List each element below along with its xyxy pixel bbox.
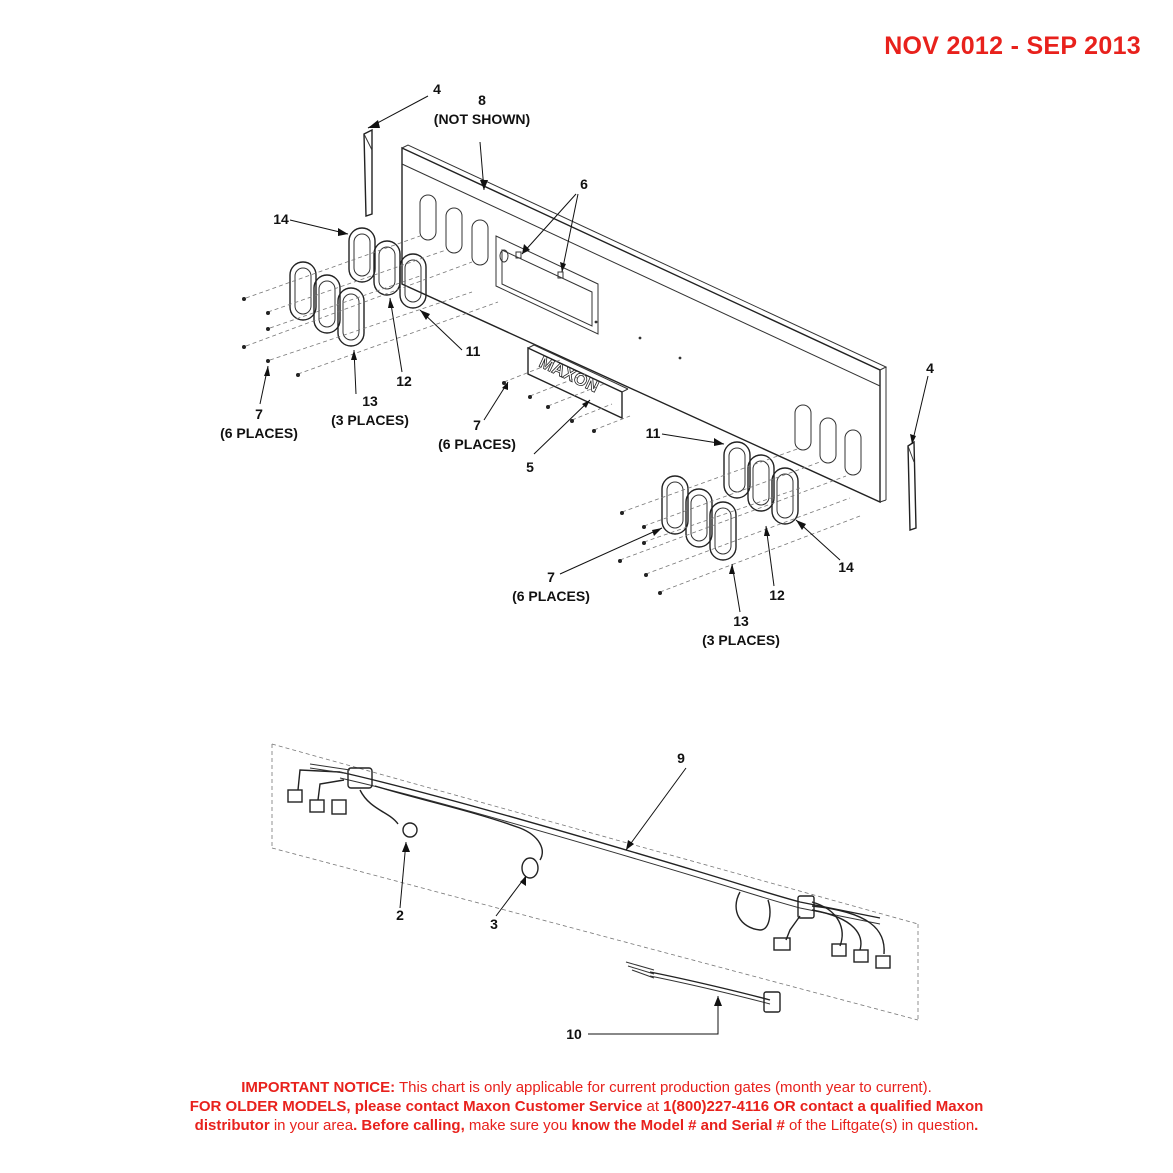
callout-7-left: 7 xyxy=(255,406,263,422)
callout-2: 2 xyxy=(396,907,404,923)
notice-line-1: IMPORTANT NOTICE: This chart is only app… xyxy=(0,1078,1173,1097)
notice-l3-bold4: . xyxy=(974,1117,979,1134)
important-notice: IMPORTANT NOTICE: This chart is only app… xyxy=(0,1078,1173,1135)
date-range-title: NOV 2012 - SEP 2013 xyxy=(884,32,1141,60)
callout-12-right: 12 xyxy=(769,587,785,603)
callout-11-left: 11 xyxy=(466,343,481,359)
notice-l2-bold2: 1(800)227-4116 OR contact a qualified Ma… xyxy=(663,1098,984,1115)
light-bar-panel xyxy=(401,144,888,504)
callout-7-right-note: (6 PLACES) xyxy=(512,588,590,604)
callout-10: 10 xyxy=(566,1026,582,1042)
callout-7-right: 7 xyxy=(547,569,555,585)
notice-l3-bold: distributor xyxy=(194,1117,270,1134)
notice-l3-text2: make sure you xyxy=(464,1117,572,1134)
callout-14-right: 14 xyxy=(838,559,854,575)
harness-enclosure xyxy=(271,743,919,1021)
notice-l3-bold2: . Before calling, xyxy=(353,1117,465,1134)
parts-diagram: MAXON xyxy=(220,81,934,1042)
part-9-main-harness xyxy=(287,763,891,969)
part-4-strip-left xyxy=(363,128,373,217)
part-4-strip-right xyxy=(907,440,917,531)
callout-11-right: 11 xyxy=(646,425,661,441)
notice-l1-bold: IMPORTANT NOTICE: xyxy=(241,1079,396,1096)
callout-13-right-note: (3 PLACES) xyxy=(702,632,780,648)
callout-8-note: (NOT SHOWN) xyxy=(434,111,530,127)
callout-3: 3 xyxy=(490,916,498,932)
callout-8: 8 xyxy=(478,92,486,108)
notice-line-3: distributor in your area. Before calling… xyxy=(0,1116,1173,1135)
notice-l2-bold: FOR OLDER MODELS, please contact Maxon C… xyxy=(189,1098,643,1115)
notice-line-2: FOR OLDER MODELS, please contact Maxon C… xyxy=(0,1097,1173,1116)
callout-7-left-note: (6 PLACES) xyxy=(220,425,298,441)
callout-13-left-note: (3 PLACES) xyxy=(331,412,409,428)
notice-l3-bold3: know the Model # and Serial # xyxy=(571,1117,785,1134)
notice-l3-text3: of the Liftgate(s) in question xyxy=(784,1117,975,1134)
callout-12-left: 12 xyxy=(396,373,412,389)
notice-l3-text: in your area xyxy=(269,1117,354,1134)
callout-5: 5 xyxy=(526,459,534,475)
callout-labels: 4 8 (NOT SHOWN) 6 14 11 12 13 (3 PLACES)… xyxy=(220,81,934,1042)
callout-9: 9 xyxy=(677,750,685,766)
left-lamp-group xyxy=(242,227,499,377)
leader-arrowheads xyxy=(264,120,916,1006)
callout-4-top: 4 xyxy=(433,81,441,97)
right-lamp-group xyxy=(618,441,861,595)
callout-6: 6 xyxy=(580,176,588,192)
callout-4-right: 4 xyxy=(926,360,934,376)
callout-7-mid: 7 xyxy=(473,417,481,433)
notice-l1-text: This chart is only applicable for curren… xyxy=(395,1079,932,1096)
callout-14-left: 14 xyxy=(273,211,289,227)
callout-13-left: 13 xyxy=(362,393,378,409)
callout-7-mid-note: (6 PLACES) xyxy=(438,436,516,452)
notice-l2-text: at xyxy=(642,1098,664,1115)
part-10-pigtail-harness xyxy=(625,961,781,1013)
callout-13-right: 13 xyxy=(733,613,749,629)
